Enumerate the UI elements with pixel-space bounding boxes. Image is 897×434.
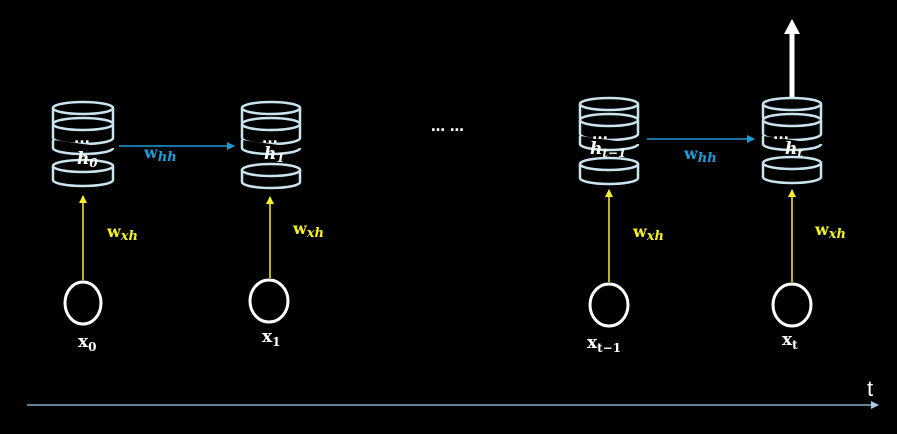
unit-1: ... h1 wxh x1: [240, 100, 324, 349]
output-arrow-head: [784, 19, 800, 34]
unit-t-minus-1: ... ht−1 wxh xt−1: [578, 96, 664, 355]
input-node-0: [63, 280, 103, 326]
input-node-t: [771, 282, 813, 328]
hidden-state-label-1: h1: [264, 144, 285, 165]
hidden-state-label-0: h0: [77, 149, 98, 170]
layer-ellipsis-t-minus-1: ...: [592, 127, 608, 143]
recurrent-weight-label-0: whh: [143, 143, 177, 165]
input-node-1: [248, 278, 290, 324]
input-node-t-minus-1: [588, 282, 630, 328]
hidden-state-stack-t: [761, 96, 823, 185]
hidden-state-stack-0: [51, 100, 115, 188]
hidden-state-stack-t-minus-1: [578, 96, 640, 186]
hidden-state-stack-1: [240, 100, 302, 190]
input-weight-label-t: wxh: [814, 220, 846, 242]
input-weight-label-0: wxh: [106, 222, 138, 244]
unit-t: ... ht wxh xt: [761, 19, 846, 352]
sequence-ellipsis: … …: [431, 119, 464, 135]
input-label-0: x0: [78, 332, 97, 354]
unit-0: ... h0 wxh x0: [51, 100, 138, 354]
layer-ellipsis-0: ...: [74, 131, 90, 147]
layer-ellipsis-1: ...: [262, 131, 278, 147]
input-weight-label-1: wxh: [292, 219, 324, 241]
input-label-t-minus-1: xt−1: [587, 333, 621, 355]
input-label-t: xt: [782, 330, 798, 352]
time-axis-label: t: [867, 376, 873, 401]
input-weight-label-t-minus-1: wxh: [632, 222, 664, 244]
hidden-state-label-t: ht: [785, 139, 803, 160]
recurrent-weight-label-t-minus-1: whh: [683, 144, 717, 166]
layer-ellipsis-t: ...: [773, 127, 789, 143]
input-label-1: x1: [262, 327, 281, 349]
hidden-state-label-t-minus-1: ht−1: [590, 139, 626, 160]
